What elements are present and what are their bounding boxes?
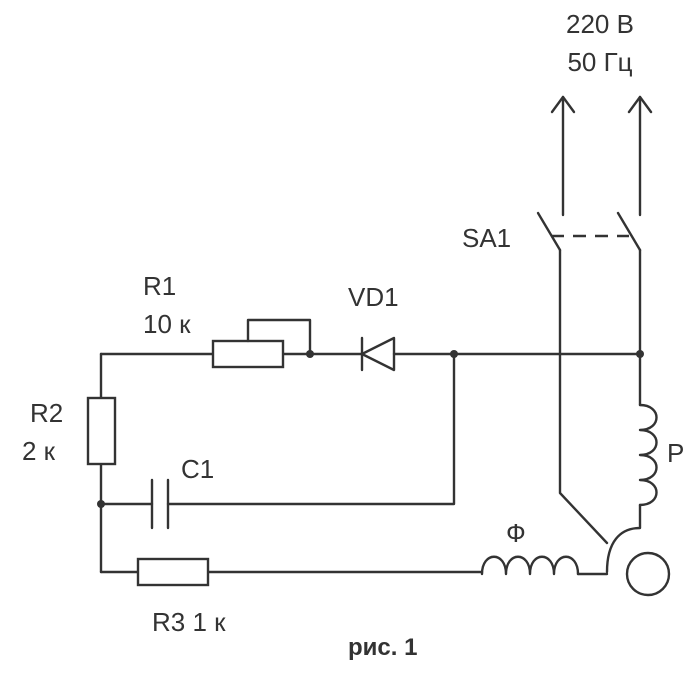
junction-r1-wiper [306, 350, 314, 358]
junction-c1-line [450, 350, 458, 358]
motor-symbol [625, 551, 671, 597]
r3-label: R3 1 к [152, 607, 226, 637]
relay-label: P [667, 438, 684, 468]
r1-value: 10 к [143, 309, 191, 339]
wire-coil-to-motor [605, 503, 642, 574]
capacitor-c1 [150, 478, 170, 530]
resistor-r2 [86, 396, 117, 466]
junction-line-coil [636, 350, 644, 358]
resistor-r1 [211, 339, 285, 369]
switch-sa1 [536, 211, 642, 252]
vd1-label: VD1 [348, 282, 399, 312]
mains-terminals [550, 95, 653, 217]
c1-label: C1 [181, 454, 214, 484]
diode-vd1 [360, 336, 396, 372]
wire-left-line [558, 248, 609, 545]
r1-name: R1 [143, 271, 176, 301]
wire-c1 [99, 352, 456, 506]
resistor-r3 [136, 557, 210, 587]
phase-winding [480, 555, 580, 576]
r2-value: 2 к [22, 436, 56, 466]
relay-coil-p [638, 403, 658, 507]
supply-frequency: 50 Гц [567, 47, 632, 77]
r1-wiper [246, 318, 312, 356]
figure-caption: рис. 1 [348, 634, 417, 661]
phase-winding-label: Ф [506, 518, 526, 548]
sa1-label: SA1 [462, 223, 511, 253]
supply-voltage: 220 В [566, 9, 634, 39]
r2-name: R2 [30, 398, 63, 428]
